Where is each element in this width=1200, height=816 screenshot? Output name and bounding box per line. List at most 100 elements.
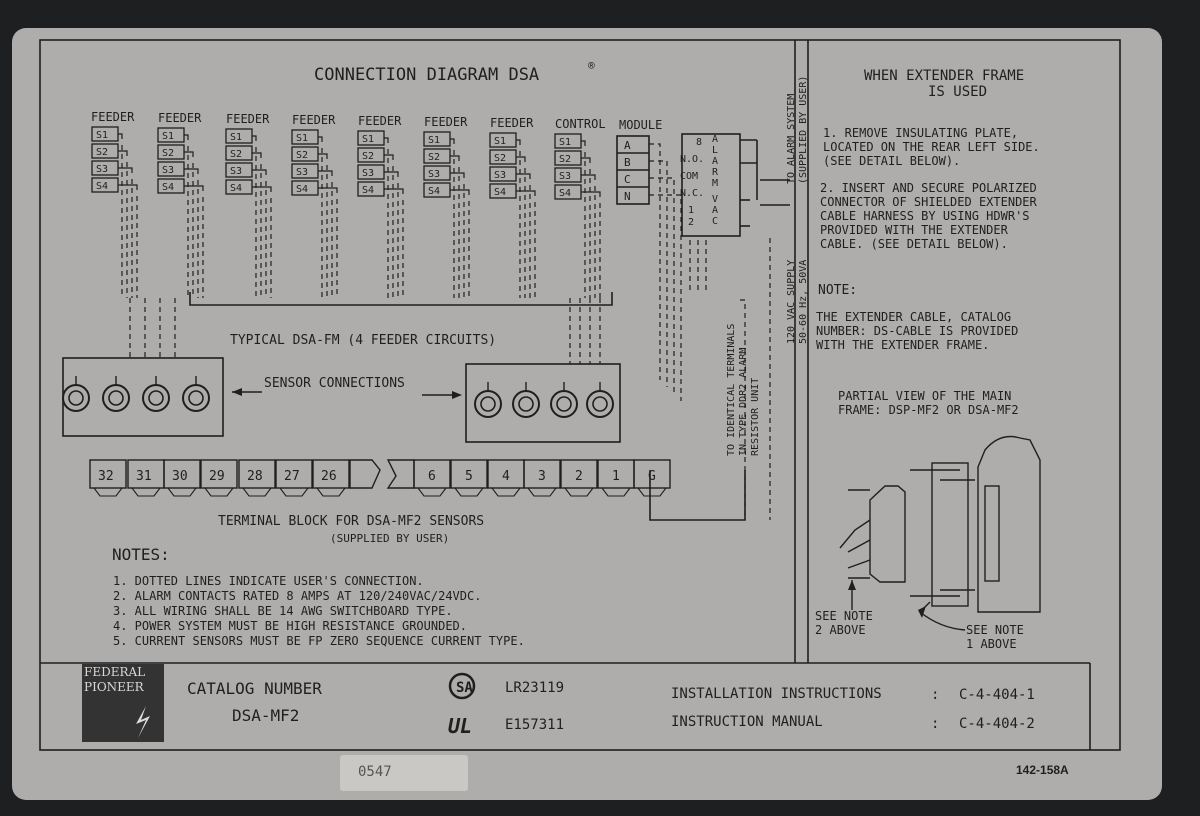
terminal-number: G — [648, 469, 656, 484]
feeder-header-1: FEEDER — [91, 110, 135, 124]
cert-csa: LR23119 — [505, 680, 565, 696]
catalog-value: DSA-MF2 — [232, 706, 300, 725]
sensor-terminal-label: S1 — [296, 133, 308, 144]
terminal-number: 5 — [465, 469, 473, 484]
note-text-1: THE EXTENDER CABLE, CATALOG — [816, 310, 1012, 324]
feeder-header-4: FEEDER — [292, 113, 336, 127]
sensor-terminal — [225, 145, 253, 161]
sensor-terminal-label: S1 — [362, 134, 374, 145]
relay-nc: N.C. — [680, 188, 705, 199]
terminal-cell — [523, 459, 561, 489]
sensor-terminal-label: S1 — [494, 136, 506, 147]
module-header: MODULE — [619, 118, 663, 132]
logo-line-2: PIONEER — [84, 680, 144, 694]
terminal-number: 6 — [428, 469, 436, 484]
terminal-number: 3 — [538, 469, 546, 484]
sensor-terminal — [423, 165, 451, 181]
sensor-coil-core — [188, 390, 204, 406]
sensor-terminal — [291, 146, 319, 162]
terminal-block-label: TERMINAL BLOCK FOR DSA-MF2 SENSORS — [218, 514, 485, 529]
sensor-terminal-label: S3 — [559, 171, 571, 182]
sensor-terminal-label: S4 — [162, 182, 174, 193]
terminal-number: 29 — [209, 469, 225, 484]
terminal-number: 1 — [612, 469, 620, 484]
sensor-terminal — [91, 143, 119, 159]
sensor-terminal — [554, 150, 582, 166]
sensor-terminal — [423, 131, 451, 147]
sensor-coil — [142, 384, 170, 412]
see-note-2-b: 2 ABOVE — [815, 623, 866, 637]
catalog-label: CATALOG NUMBER — [187, 679, 322, 698]
relay-8: 8 — [696, 137, 703, 148]
extender-step-2a: 2. INSERT AND SECURE POLARIZED — [820, 181, 1037, 195]
sensor-terminal-label: S3 — [230, 166, 242, 177]
sensor-coil — [586, 390, 614, 418]
note-5: 5. CURRENT SENSORS MUST BE FP ZERO SEQUE… — [113, 634, 525, 648]
sensor-coil-core — [480, 396, 496, 412]
sensor-terminal — [554, 133, 582, 149]
sensor-terminal — [225, 162, 253, 178]
notes-title: NOTES: — [112, 545, 170, 564]
plate-border — [39, 39, 1121, 751]
terminal-number: 4 — [502, 469, 510, 484]
terminal-number: 28 — [247, 469, 263, 484]
serial-number: 0547 — [358, 764, 392, 780]
sensor-terminal — [357, 181, 385, 197]
sensor-terminal — [489, 149, 517, 165]
sensor-coil — [62, 384, 90, 412]
terminal-cell — [633, 459, 671, 489]
sensor-terminal — [157, 144, 185, 160]
sensor-terminal — [554, 184, 582, 200]
sensor-terminal — [157, 127, 185, 143]
relay-1: 1 — [688, 205, 695, 216]
sensor-coil — [550, 390, 578, 418]
sensor-terminal-label: S4 — [428, 186, 440, 197]
terminal-cell — [238, 459, 276, 489]
sensor-terminal — [157, 178, 185, 194]
sensor-terminal-label: S4 — [362, 185, 374, 196]
csa-mark-text: SA — [456, 680, 473, 696]
see-note-1-b: 1 ABOVE — [966, 637, 1017, 651]
sensor-terminal — [91, 126, 119, 142]
typical-label: TYPICAL DSA-FM (4 FEEDER CIRCUITS) — [230, 333, 497, 348]
sensor-terminal-label: S1 — [428, 135, 440, 146]
sensor-coil-core — [68, 390, 84, 406]
sensor-terminal — [225, 128, 253, 144]
module-term-a: A — [624, 139, 631, 152]
note-4: 4. POWER SYSTEM MUST BE HIGH RESISTANCE … — [113, 619, 468, 633]
sensor-coil-core — [592, 396, 608, 412]
extender-step-2d: PROVIDED WITH THE EXTENDER — [820, 223, 1008, 237]
sensor-terminal — [423, 182, 451, 198]
serial-sticker: 0547 — [340, 755, 468, 791]
sensor-terminal-label: S4 — [559, 188, 571, 199]
sensor-coil — [474, 390, 502, 418]
sensor-terminal-label: S3 — [362, 168, 374, 179]
terminal-number: 2 — [575, 469, 583, 484]
lightning-icon — [136, 706, 150, 738]
sensor-terminal — [357, 164, 385, 180]
extender-title-2: IS USED — [928, 84, 988, 100]
sensor-terminal-label: S2 — [559, 154, 571, 165]
sensor-terminal-label: S2 — [362, 151, 374, 162]
sensor-coil — [182, 384, 210, 412]
alarm-system-label: TO ALARM SYSTEM(SUPPLIED BY USER) — [786, 75, 809, 184]
relay-no: N.O. — [680, 154, 705, 165]
extender-step-1a: 1. REMOVE INSULATING PLATE, — [823, 126, 1019, 140]
terminal-number: 26 — [321, 469, 337, 484]
terminal-cell — [200, 459, 238, 489]
sensor-terminal-label: S2 — [230, 149, 242, 160]
terminal-cell — [89, 459, 127, 489]
sensor-terminal — [357, 147, 385, 163]
extender-title-1: WHEN EXTENDER FRAME — [864, 68, 1025, 84]
install-label: INSTALLATION INSTRUCTIONS — [671, 686, 882, 702]
sensor-terminal-label: S4 — [494, 187, 506, 198]
sensor-terminal-label: S1 — [96, 130, 108, 141]
sensor-terminal — [489, 183, 517, 199]
sensor-terminal — [554, 167, 582, 183]
cert-ul: E157311 — [505, 717, 565, 733]
note-1: 1. DOTTED LINES INDICATE USER'S CONNECTI… — [113, 574, 424, 588]
sensor-terminal-label: S3 — [296, 167, 308, 178]
extender-step-1b: LOCATED ON THE REAR LEFT SIDE. — [823, 140, 1040, 154]
sensor-coil — [512, 390, 540, 418]
